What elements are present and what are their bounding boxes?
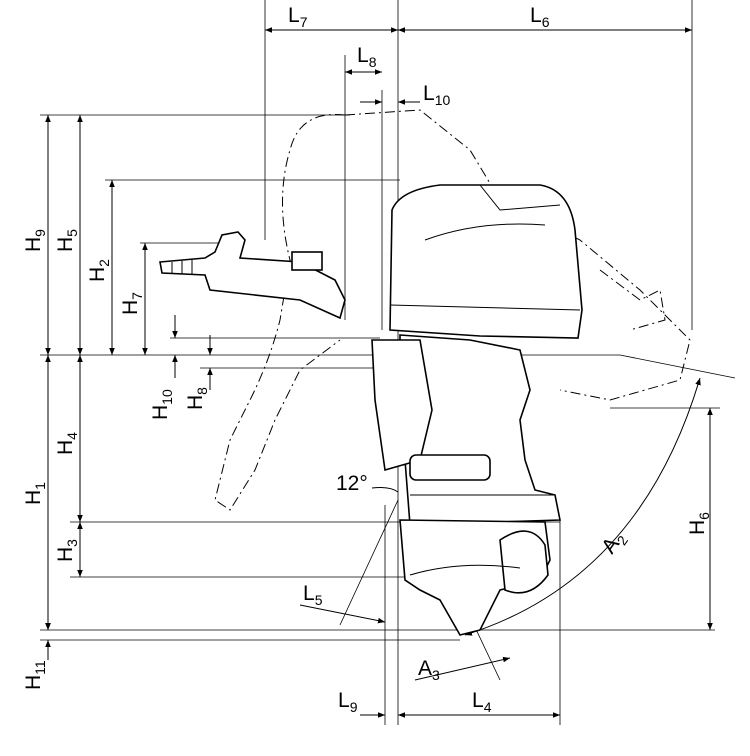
label-A2: A2 <box>597 527 631 560</box>
engine-cowling <box>389 184 583 339</box>
label-H11: H11 <box>22 660 48 690</box>
label-H10: H10 <box>149 389 175 420</box>
label-angle-12: 12° <box>336 472 368 495</box>
label-H6: H6 <box>686 512 712 535</box>
label-H5: H5 <box>54 229 80 252</box>
label-H1: H1 <box>22 482 48 505</box>
label-L10: L10 <box>423 82 450 108</box>
label-H9: H9 <box>22 229 48 252</box>
dimension-labels: L7 L6 L8 L10 H9 H5 H2 H7 H10 H8 H4 H1 H3… <box>22 4 712 715</box>
label-L6: L6 <box>530 4 550 30</box>
label-H3: H3 <box>54 539 80 562</box>
label-H8: H8 <box>184 387 210 410</box>
label-A3: A3 <box>418 657 440 683</box>
dimension-lines <box>45 27 713 718</box>
lower-unit <box>399 519 551 636</box>
label-L5: L5 <box>303 582 323 608</box>
label-L7: L7 <box>288 4 308 30</box>
label-H2: H2 <box>86 259 112 282</box>
label-H4: H4 <box>54 432 80 455</box>
label-L9: L9 <box>338 689 358 715</box>
label-L4: L4 <box>472 689 492 715</box>
midsection <box>371 334 561 526</box>
tiller-handle <box>159 231 346 320</box>
label-H7: H7 <box>119 292 145 315</box>
label-L8: L8 <box>357 44 377 70</box>
tilted-motor-outline <box>214 109 691 511</box>
